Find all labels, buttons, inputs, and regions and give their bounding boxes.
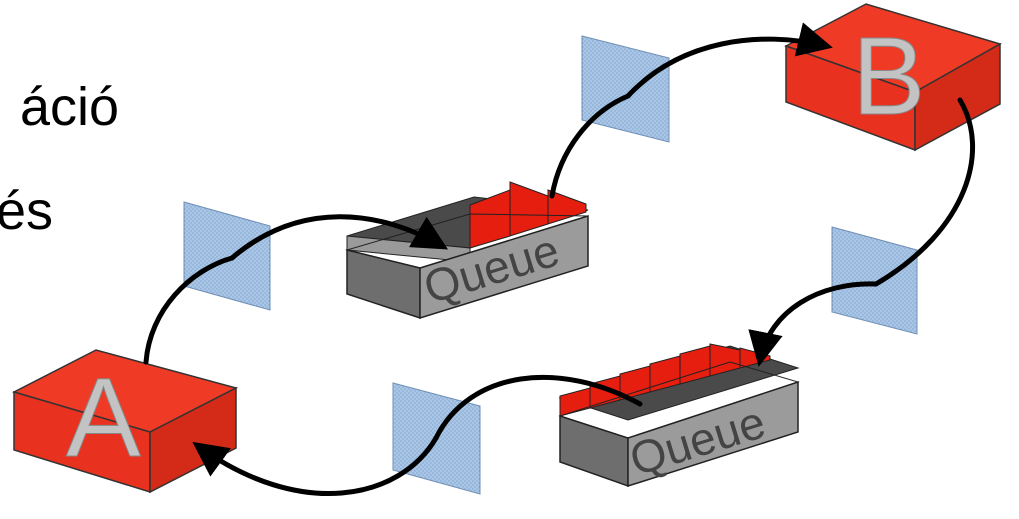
filter-panel-top xyxy=(581,35,670,143)
slide-text-line-2: és xyxy=(0,181,54,241)
flow-arrows xyxy=(143,22,975,497)
arrow-right-panel-to-queue-bottom xyxy=(748,281,879,367)
arrow-queue-top-to-top-panel xyxy=(549,93,631,199)
arrow-top-panel-to-b xyxy=(625,22,833,99)
node-a-box: A xyxy=(11,349,239,494)
node-b-label: B xyxy=(852,15,925,138)
filter-panel-left xyxy=(183,201,271,311)
node-b-box: B xyxy=(784,3,1002,152)
arrow-queue-bottom-to-bottom-panel xyxy=(433,374,643,441)
queue-bottom-tray: Queue xyxy=(558,343,800,488)
arrow-bottom-panel-to-a xyxy=(192,435,439,497)
filter-panel-right xyxy=(831,226,918,335)
arrow-left-panel-to-queue-top xyxy=(229,214,449,261)
arrow-b-to-right-panel xyxy=(873,97,975,287)
node-a-label: A xyxy=(66,355,141,480)
arrow-a-to-left-panel xyxy=(143,255,235,365)
queue-top-tray: Queue xyxy=(345,181,589,320)
slide-text-line-1: áció xyxy=(20,77,120,137)
